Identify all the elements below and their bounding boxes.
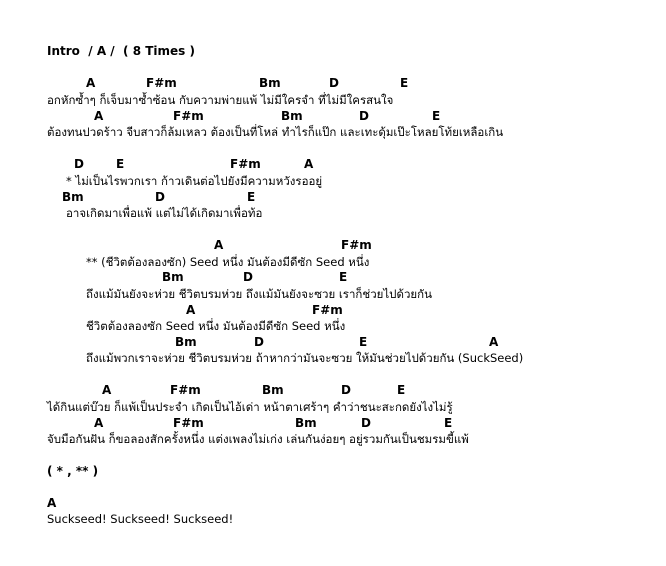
lyric-line: ถึงแม้มันยังจะห่วย ชีวิตบรมห่วย ถึงแม้มั…	[86, 287, 432, 301]
chord: A	[94, 416, 104, 430]
chord: D	[329, 76, 339, 90]
chord: E	[400, 76, 409, 90]
chord: F#m	[341, 238, 372, 252]
chord: Bm	[162, 270, 184, 284]
chord: A	[304, 157, 314, 171]
chord: D	[243, 270, 253, 284]
chord: F#m	[173, 416, 204, 430]
chord: F#m	[312, 303, 343, 317]
chord: Bm	[295, 416, 317, 430]
lyric-line: จับมือกันฝัน ก็ขอลองสักครั้งหนึ่ง แต่งเพ…	[47, 432, 469, 446]
intro-line: Intro / A / ( 8 Times )	[47, 44, 195, 58]
chord: D	[74, 157, 84, 171]
chord: D	[361, 416, 371, 430]
chord: Bm	[281, 109, 303, 123]
repeat-marker: ( * , ** )	[47, 464, 99, 478]
chord: Bm	[62, 190, 84, 204]
chord: F#m	[170, 383, 201, 397]
chord: Bm	[175, 335, 197, 349]
chord: D	[155, 190, 165, 204]
lyric-line: อกหักซ้ำๆ ก็เจ็บมาซ้ำซ้อน กับความพ่ายแพ้…	[47, 93, 394, 107]
chord: E	[359, 335, 368, 349]
chord: A	[489, 335, 499, 349]
chord: E	[432, 109, 441, 123]
chord: E	[444, 416, 453, 430]
lyric-line: อาจเกิดมาเพื่อแพ้ แต่ไม่ได้เกิดมาเพื่อท้…	[66, 206, 263, 220]
chord: E	[116, 157, 125, 171]
chord: F#m	[173, 109, 204, 123]
chord: A	[214, 238, 224, 252]
lyric-line: ชีวิตต้องลองซัก Seed หนึ่ง มันต้องมีดีซั…	[86, 319, 346, 333]
chord: F#m	[146, 76, 177, 90]
lyric-line: ได้กินแต่บ๊วย ก็แพ้เป็นประจำ เกิดเป็นไอ้…	[47, 400, 453, 414]
chord: E	[247, 190, 256, 204]
lyric-line: ** (ชีวิตต้องลองซัก) Seed หนึ่ง มันต้องม…	[86, 255, 370, 269]
lyric-line: ต้องทนปวดร้าว จีบสาวก็ล้มเหลว ต้องเป็นที…	[47, 125, 504, 139]
chord: E	[397, 383, 406, 397]
lyric-line: Suckseed! Suckseed! Suckseed!	[47, 512, 234, 526]
chord: Bm	[259, 76, 281, 90]
chord: A	[94, 109, 104, 123]
lyric-line: ถึงแม้พวกเราจะห่วย ชีวิตบรมห่วย ถ้าหากว่…	[86, 351, 524, 365]
chord: F#m	[230, 157, 261, 171]
chord: A	[86, 76, 96, 90]
chord: D	[341, 383, 351, 397]
chord: A	[186, 303, 196, 317]
chord: A	[102, 383, 112, 397]
chord: A	[47, 496, 57, 510]
chord: E	[339, 270, 348, 284]
chord: D	[359, 109, 369, 123]
chord: Bm	[262, 383, 284, 397]
lyric-line: * ไม่เป็นไรพวกเรา ก้าวเดินต่อไปยังมีความ…	[66, 174, 323, 188]
chord: D	[254, 335, 264, 349]
